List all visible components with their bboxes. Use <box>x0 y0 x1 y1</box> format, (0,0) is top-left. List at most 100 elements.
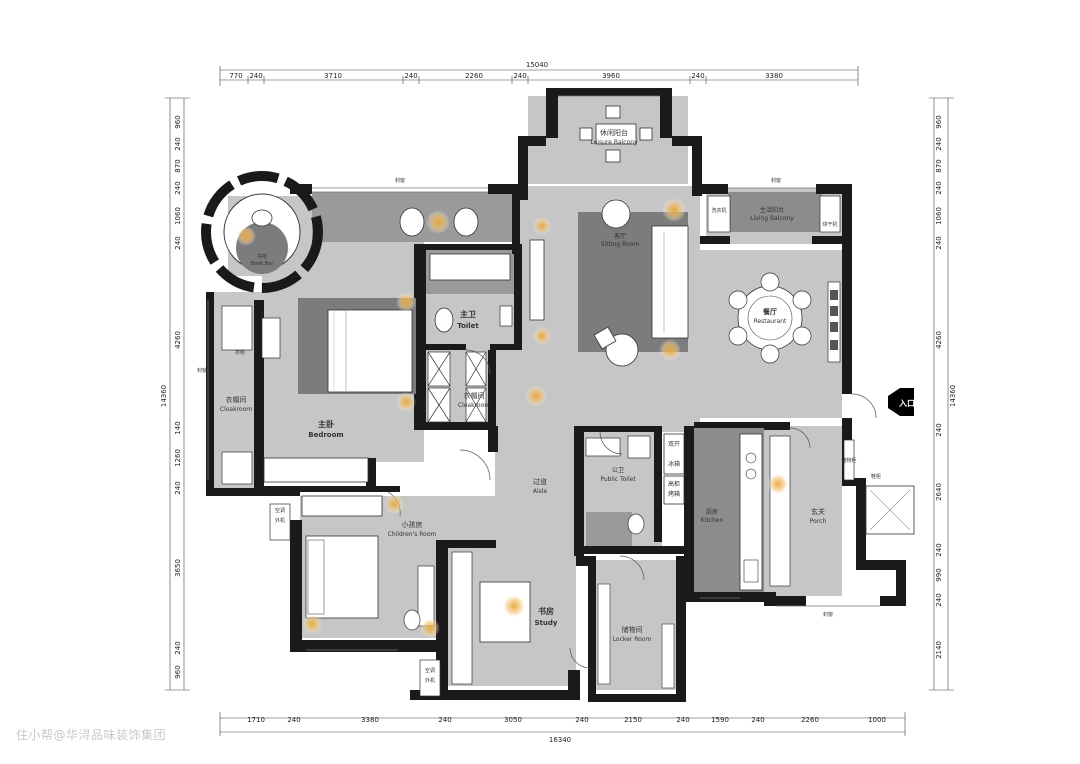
dim-left-3: 240 <box>174 181 182 194</box>
label-book-bar-cn: 书吧 <box>257 253 267 260</box>
dim-right-5: 240 <box>935 236 943 249</box>
stove-burner-icon <box>745 468 757 480</box>
dim-left-2: 870 <box>174 159 182 172</box>
wall <box>414 244 426 426</box>
toilet-bowl <box>434 307 454 333</box>
children-desk <box>417 565 435 627</box>
dim-left-0: 960 <box>174 115 182 128</box>
lamp <box>525 385 547 407</box>
label-living-en: Sitting Room <box>601 241 640 248</box>
dim-top-values: 770 240 3710 240 2260 240 3960 240 3380 <box>229 72 783 80</box>
label-restaurant-en: Restaurant <box>754 318 787 325</box>
dim-bottom-6: 2150 <box>624 716 642 724</box>
lamp <box>396 392 416 412</box>
label-porch-cn: 玄关 <box>811 507 825 516</box>
study-bookshelf <box>451 551 473 685</box>
public-cabinet <box>627 435 651 459</box>
wall <box>694 422 764 428</box>
dryer <box>819 195 841 233</box>
dim-left-4: 1060 <box>174 207 182 225</box>
children-bed <box>305 535 379 619</box>
label-living-balcony-en: Living Balcony <box>750 215 794 222</box>
label-locker-en: Locker Room <box>613 636 652 643</box>
dim-bottom-8: 1590 <box>711 716 729 724</box>
dim-left-12: 960 <box>174 665 182 678</box>
label-tall-cabinet: 高柜 <box>668 480 680 488</box>
fixture-labels: 双开 冰箱 高柜 烤箱 空调 外机 空调 外机 封窗 封窗 封窗 封窗 衣柜 洗… <box>197 177 881 684</box>
wall <box>426 344 466 350</box>
label-washer: 洗衣机 <box>711 207 726 214</box>
dim-top-1: 240 <box>249 72 262 80</box>
label-kitchen-cn: 厨房 <box>706 508 718 516</box>
wall <box>700 236 730 244</box>
dim-right-2: 870 <box>935 159 943 172</box>
dim-left-values: 960 240 870 240 1060 240 4260 140 1260 2… <box>160 115 182 678</box>
dim-top-0: 770 <box>229 72 242 80</box>
wall <box>436 540 496 548</box>
porch-shoe-cabinet <box>769 435 791 587</box>
label-outdoor-top: 外机 <box>275 517 285 524</box>
label-ac-top: 空调 <box>275 507 285 514</box>
dim-left-6: 4260 <box>174 331 182 349</box>
entrance-arrow-icon <box>888 388 900 416</box>
dim-left-10: 3650 <box>174 559 182 577</box>
label-aisle-cn: 过道 <box>533 477 547 486</box>
doors <box>387 349 877 669</box>
label-locker-cn: 储物间 <box>622 625 643 634</box>
entrance-marker: 入口 <box>888 388 915 416</box>
wall <box>490 344 522 350</box>
washer <box>707 195 731 233</box>
wall <box>588 556 596 696</box>
bedroom-desk <box>261 317 281 359</box>
wall <box>896 560 906 606</box>
label-cloakroom-left-cn: 衣帽间 <box>226 395 247 404</box>
dim-left-7: 140 <box>174 421 182 434</box>
dim-bottom-10: 2260 <box>801 716 819 724</box>
dim-bottom-2: 3380 <box>361 716 379 724</box>
label-kitchen-en: Kitchen <box>701 517 724 524</box>
dimension-bottom <box>219 712 906 736</box>
dim-right-1: 240 <box>935 137 943 150</box>
dim-left-1: 240 <box>174 137 182 150</box>
ac-unit-top <box>269 503 291 541</box>
dim-top-2: 3710 <box>324 72 342 80</box>
wall <box>660 88 672 138</box>
armchair <box>601 199 631 229</box>
label-study-en: Study <box>535 619 558 627</box>
dim-right-0: 960 <box>935 115 943 128</box>
balcony-table <box>579 105 653 163</box>
label-oven: 烤箱 <box>668 490 680 498</box>
wall <box>290 640 400 652</box>
label-cloakroom-left-en: Cloakroom <box>220 406 252 413</box>
dim-bottom-5: 240 <box>575 716 588 724</box>
lamp <box>662 198 686 222</box>
dim-right-values: 960 240 870 240 1060 240 4260 240 2640 2… <box>935 115 957 659</box>
wall <box>764 592 776 606</box>
label-leisure-balcony-en: Leisure Balcony <box>590 139 638 146</box>
label-living-cn: 客厅 <box>614 232 626 240</box>
lamp <box>767 473 789 495</box>
wall <box>574 426 584 556</box>
cloakroom-wardrobe-bottom <box>221 451 253 485</box>
label-entrance: 入口 <box>898 399 915 408</box>
label-bedroom-cn: 主卧 <box>318 419 334 429</box>
stove-burner-icon <box>745 452 757 464</box>
lamp <box>659 339 681 361</box>
dim-right-10: 990 <box>935 568 943 581</box>
label-window-top: 封窗 <box>395 177 405 184</box>
label-porch-en: Porch <box>810 518 827 525</box>
wall <box>206 488 262 496</box>
label-shoe-cabinet: 鞋柜 <box>871 473 881 480</box>
furniture <box>221 105 915 697</box>
dim-bottom-values: 1710 240 3380 240 3050 240 2150 240 1590… <box>247 716 886 724</box>
dim-bottom-9: 240 <box>751 716 764 724</box>
children-chair <box>403 609 421 631</box>
wall <box>692 136 702 196</box>
floor-public-shower <box>586 512 632 548</box>
dim-left-total: 14360 <box>160 385 168 407</box>
lamp <box>533 327 551 345</box>
bedroom-wardrobe <box>263 457 369 483</box>
tall-cabinet-oven <box>663 475 685 505</box>
wall <box>254 300 264 490</box>
